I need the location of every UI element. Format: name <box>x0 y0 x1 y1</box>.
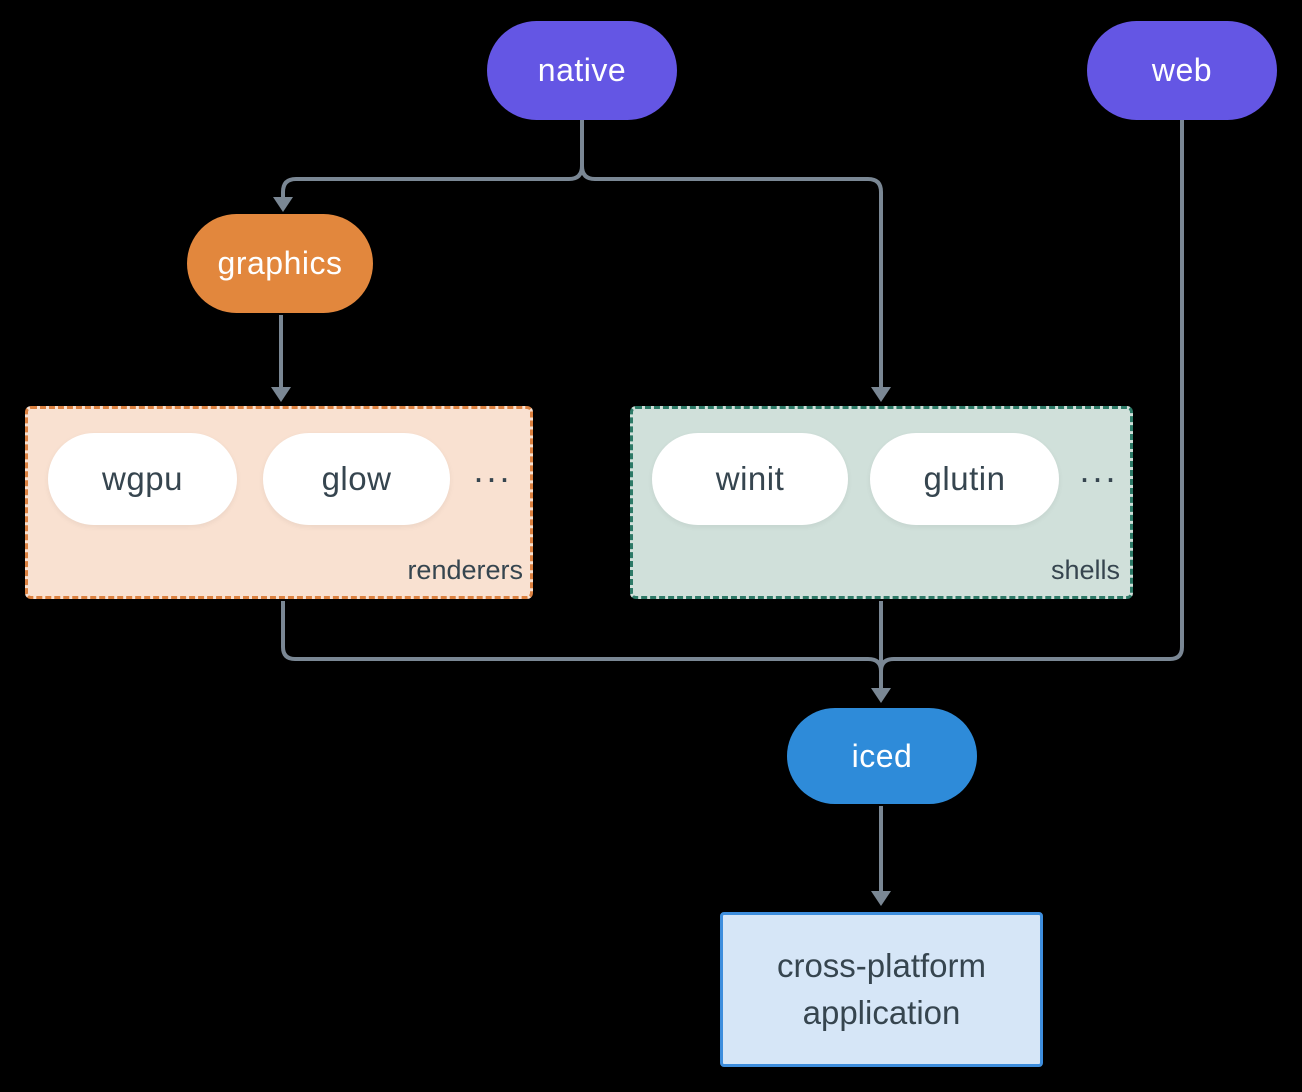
node-native: native <box>487 21 677 120</box>
node-wgpu-label: wgpu <box>102 460 183 497</box>
node-cross-platform-application: cross-platform application <box>720 912 1043 1067</box>
arrowhead-icon <box>871 688 891 703</box>
node-graphics: graphics <box>187 214 373 313</box>
node-glow: glow <box>263 433 450 525</box>
arrowhead-icon <box>871 891 891 906</box>
arrowhead-icon <box>871 387 891 402</box>
app-label-line1: cross-platform <box>776 946 987 984</box>
edge-native-graphics <box>281 120 584 198</box>
node-graphics-label: graphics <box>217 245 343 281</box>
node-web: web <box>1087 21 1277 120</box>
node-winit: winit <box>652 433 848 525</box>
node-glutin-label: glutin <box>923 460 1006 497</box>
app-label-line2: application <box>802 993 961 1031</box>
node-native-label: native <box>537 52 627 88</box>
renderers-ellipsis: ... <box>473 449 513 490</box>
shells-ellipsis: ... <box>1079 449 1119 490</box>
node-winit-label: winit <box>715 460 785 497</box>
node-glow-label: glow <box>321 460 392 497</box>
renderers-group-label: renderers <box>407 555 523 585</box>
node-glutin: glutin <box>870 433 1059 525</box>
node-iced-label: iced <box>851 737 913 774</box>
shells-group-label: shells <box>1050 555 1120 585</box>
node-iced: iced <box>787 708 977 804</box>
node-web-label: web <box>1151 52 1213 88</box>
arrowhead-icon <box>273 197 293 212</box>
node-wgpu: wgpu <box>48 433 237 525</box>
edge-renderers-junction <box>281 601 883 672</box>
edge-native-shells <box>580 120 883 388</box>
arrowhead-icon <box>271 387 291 402</box>
